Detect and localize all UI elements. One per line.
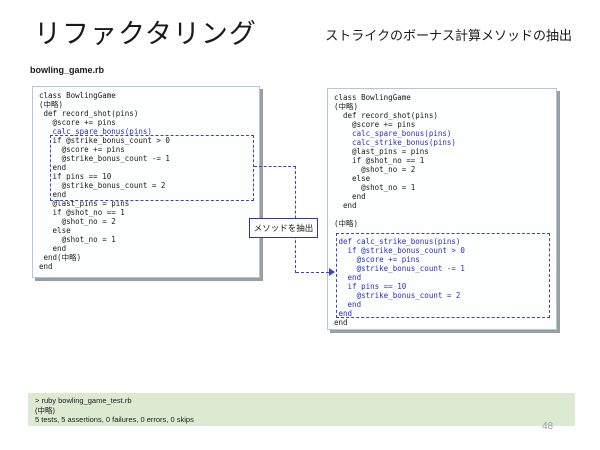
code-line: end — [334, 300, 362, 309]
terminal-output-bar: > ruby bowling_game_test.rb(中略)5 tests, … — [28, 393, 575, 426]
code-line: def calc_strike_bonus(pins) — [334, 237, 461, 246]
code-line: @score += pins — [39, 118, 116, 127]
code-line: calc_strike_bonus(pins) — [334, 138, 456, 147]
code-line: class BowlingGame — [334, 93, 411, 102]
slide-subtitle: ストライクのボーナス計算メソッドの抽出 — [325, 28, 572, 43]
code-line: (中略) — [334, 219, 359, 228]
code-line: @shot_no = 2 — [39, 217, 116, 226]
code-line: @strike_bonus_count -= 1 — [39, 154, 170, 163]
code-line: if pins == 10 — [39, 172, 112, 181]
code-line: else — [334, 174, 371, 183]
terminal-output-text: > ruby bowling_game_test.rb(中略)5 tests, … — [28, 393, 575, 425]
code-line: @score += pins — [334, 120, 416, 129]
code-line: @strike_bonus_count = 2 — [39, 181, 166, 190]
code-line: > ruby bowling_game_test.rb — [35, 396, 132, 405]
connector-line-horizontal-top — [254, 166, 296, 167]
code-line: if @shot_no == 1 — [39, 208, 125, 217]
code-line: if @shot_no == 1 — [334, 156, 425, 165]
code-line: @last_pins = pins — [334, 147, 429, 156]
code-line: end — [334, 192, 366, 201]
code-line: end — [334, 273, 362, 282]
extract-method-callout: メソッドを抽出 — [249, 218, 318, 238]
code-line: if @strike_bonus_count > 0 — [334, 246, 465, 255]
extract-region-outline-before — [50, 135, 254, 201]
code-line: end — [39, 244, 67, 253]
filename-label: bowling_game.rb — [30, 65, 105, 75]
code-line: @strike_bonus_count -= 1 — [334, 264, 465, 273]
code-line: @shot_no = 2 — [334, 165, 416, 174]
code-line: if @strike_bonus_count > 0 — [39, 136, 170, 145]
code-line: @shot_no = 1 — [334, 183, 416, 192]
code-line: calc_spare_bonus(pins) — [39, 127, 152, 136]
code-line: else — [39, 226, 71, 235]
code-line: @score += pins — [334, 255, 420, 264]
code-line: end — [334, 318, 348, 327]
code-line: end — [39, 190, 67, 199]
code-line: @last_pins = pins — [39, 199, 130, 208]
code-line: end — [39, 163, 67, 172]
code-line: end — [334, 309, 353, 318]
arrowhead-icon — [329, 268, 335, 276]
code-line: if pins == 10 — [334, 282, 407, 291]
code-line: end(中略) — [39, 253, 82, 262]
code-line: (中略) — [35, 405, 55, 415]
page-number: 48 — [542, 421, 554, 432]
code-line: (中略) — [334, 102, 359, 111]
code-line: end — [39, 262, 53, 271]
code-line: end — [334, 201, 357, 210]
code-line: (中略) — [39, 100, 64, 109]
code-line: @shot_no = 1 — [39, 235, 116, 244]
code-line — [334, 210, 556, 219]
code-panel-after: class BowlingGame(中略) def record_shot(pi… — [327, 88, 557, 330]
code-before: class BowlingGame(中略) def record_shot(pi… — [33, 87, 259, 277]
code-line: @strike_bonus_count = 2 — [334, 291, 461, 300]
extract-region-outline-after — [336, 233, 550, 318]
code-line: def record_shot(pins) — [39, 109, 139, 118]
code-after: class BowlingGame(中略) def record_shot(pi… — [328, 89, 556, 329]
code-line: 5 tests, 5 assertions, 0 failures, 0 err… — [35, 415, 194, 424]
code-line: calc_spare_bonus(pins) — [334, 129, 452, 138]
code-line: class BowlingGame — [39, 91, 116, 100]
slide-title: リファクタリング — [34, 19, 257, 49]
connector-line-horizontal-bottom — [296, 272, 329, 273]
code-line: def record_shot(pins) — [334, 111, 438, 120]
code-line: @score += pins — [39, 145, 125, 154]
code-panel-before: class BowlingGame(中略) def record_shot(pi… — [32, 86, 260, 278]
